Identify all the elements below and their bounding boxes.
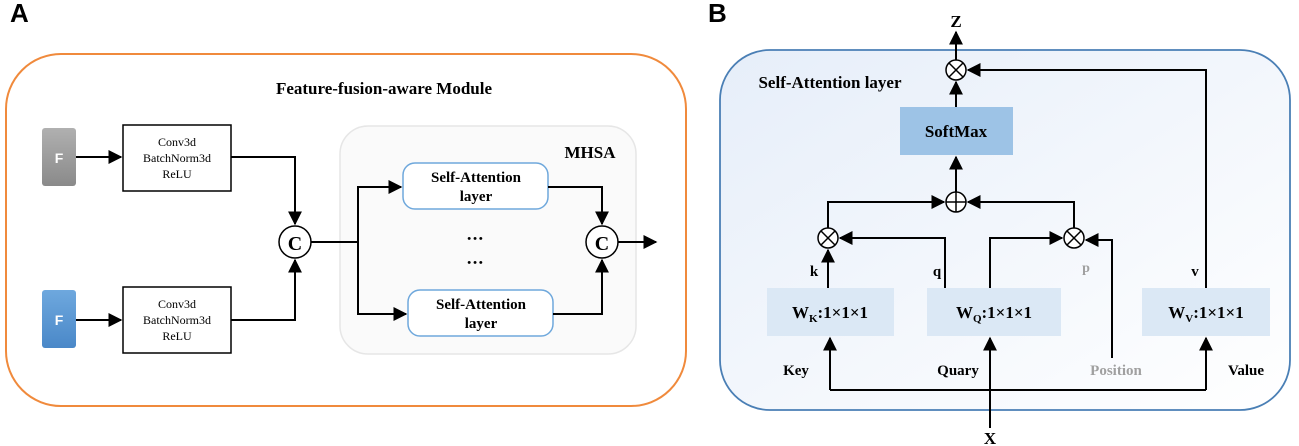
arrow-conv-top-to-concat — [231, 156, 302, 226]
conv-block-bottom — [122, 286, 232, 354]
sa-bottom-line2: layer — [465, 316, 498, 332]
multiply-node-kq — [817, 227, 839, 249]
arrow-qp-to-add — [966, 195, 1075, 228]
multiply-node-qp — [1063, 227, 1085, 249]
wv-box — [1142, 288, 1270, 336]
sa-top-line1: Self-Attention — [431, 170, 522, 186]
feature-fusion-title: Feature-fusion-aware Module — [276, 79, 493, 98]
mhsa-label: MHSA — [565, 143, 617, 162]
wq-text: WQ:1×1×1 — [956, 303, 1032, 325]
arrow-sa-bottom-to-concat — [553, 258, 609, 315]
position-label: Position — [1090, 363, 1142, 379]
input-f-top-text: F — [55, 150, 64, 166]
q-label: q — [933, 264, 942, 280]
input-feature-blue — [42, 290, 76, 348]
softmax-box — [900, 107, 1013, 155]
panel-a-label: A — [10, 0, 29, 28]
concat-right-text: C — [595, 233, 609, 255]
wq-box — [927, 288, 1061, 336]
conv-top-line2: BatchNorm3d — [143, 151, 211, 165]
arrow-position-to-qp — [1084, 233, 1113, 358]
query-label: Quary — [937, 363, 979, 379]
input-x-label: X — [984, 429, 997, 446]
value-label: Value — [1228, 363, 1264, 379]
wk-box — [767, 288, 894, 336]
conv-top-line3: ReLU — [162, 167, 192, 181]
arrow-v-to-multiply — [966, 63, 1207, 288]
wv-text: WV:1×1×1 — [1168, 303, 1244, 325]
sa-bottom-line1: Self-Attention — [436, 297, 527, 313]
conv-top-line1: Conv3d — [158, 135, 196, 149]
p-label: p — [1082, 261, 1090, 276]
v-label: v — [1191, 264, 1199, 280]
arrow-conv-bottom-to-concat — [231, 258, 302, 321]
arrow-q-to-kq — [838, 231, 946, 288]
input-feature-gray — [42, 128, 76, 186]
arrow-kq-to-add — [827, 195, 946, 228]
self-attention-title: Self-Attention layer — [758, 73, 902, 92]
panel-b-label: B — [708, 0, 727, 28]
add-node — [945, 191, 967, 213]
key-label: Key — [783, 363, 809, 379]
output-z-label: Z — [950, 12, 961, 31]
input-f-bottom-text: F — [55, 312, 64, 328]
multiply-node-output — [945, 59, 967, 81]
k-label: k — [810, 264, 819, 280]
arrow-q-to-qp — [989, 231, 1064, 288]
softmax-text: SoftMax — [925, 122, 988, 141]
ellipsis-dots-1: ••• — [467, 233, 485, 245]
self-attention-layer-border — [719, 49, 1291, 411]
conv-bottom-line2: BatchNorm3d — [143, 313, 211, 327]
arrow-concat-to-sa-top — [311, 180, 403, 243]
conv-bottom-line3: ReLU — [162, 329, 192, 343]
conv-block-top — [122, 124, 232, 192]
sa-top-line2: layer — [460, 189, 493, 205]
ellipsis-dots-2: ••• — [467, 257, 485, 269]
arrow-sa-top-to-concat — [548, 186, 609, 226]
concat-left-text: C — [288, 233, 302, 255]
wk-text: WK:1×1×1 — [792, 303, 868, 325]
conv-bottom-line1: Conv3d — [158, 297, 196, 311]
arrow-concat-to-sa-bottom — [357, 242, 408, 321]
